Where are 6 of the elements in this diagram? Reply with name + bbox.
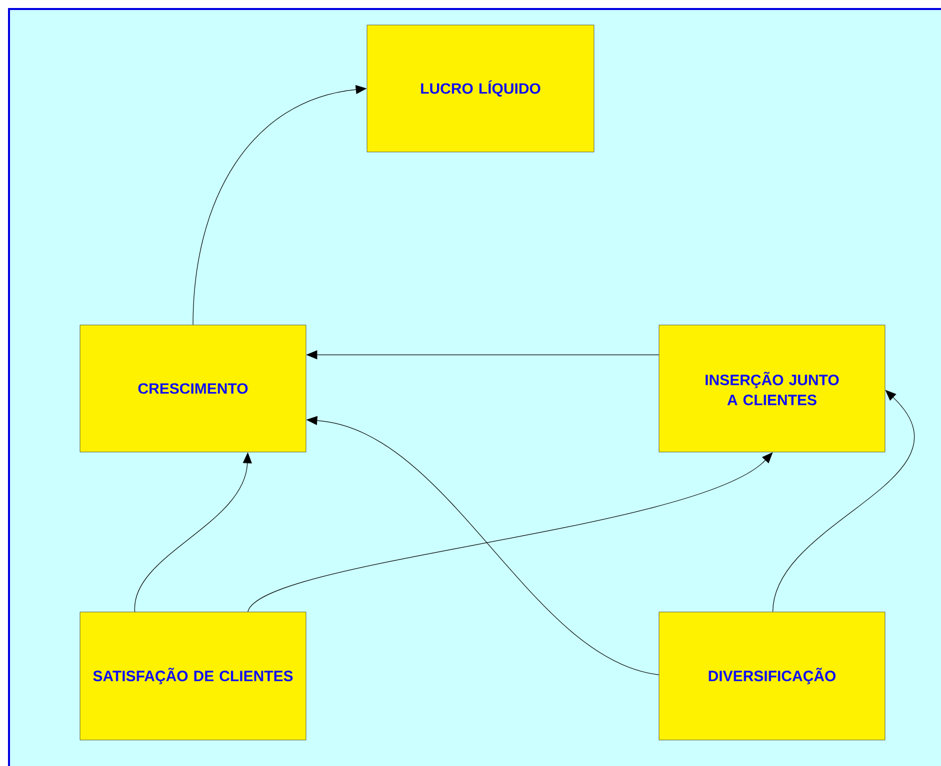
process-box: DIVERSIFICAÇÃO bbox=[658, 612, 886, 740]
process-box: INSERÇÃO JUNTO A CLIENTES bbox=[658, 324, 886, 452]
arrow bbox=[248, 452, 773, 612]
process-box: LUCRO LÍQUIDO bbox=[366, 24, 594, 152]
process-box: SATISFAÇÃO DE CLIENTES bbox=[80, 612, 306, 740]
process-box: CRESCIMENTO bbox=[80, 324, 306, 452]
